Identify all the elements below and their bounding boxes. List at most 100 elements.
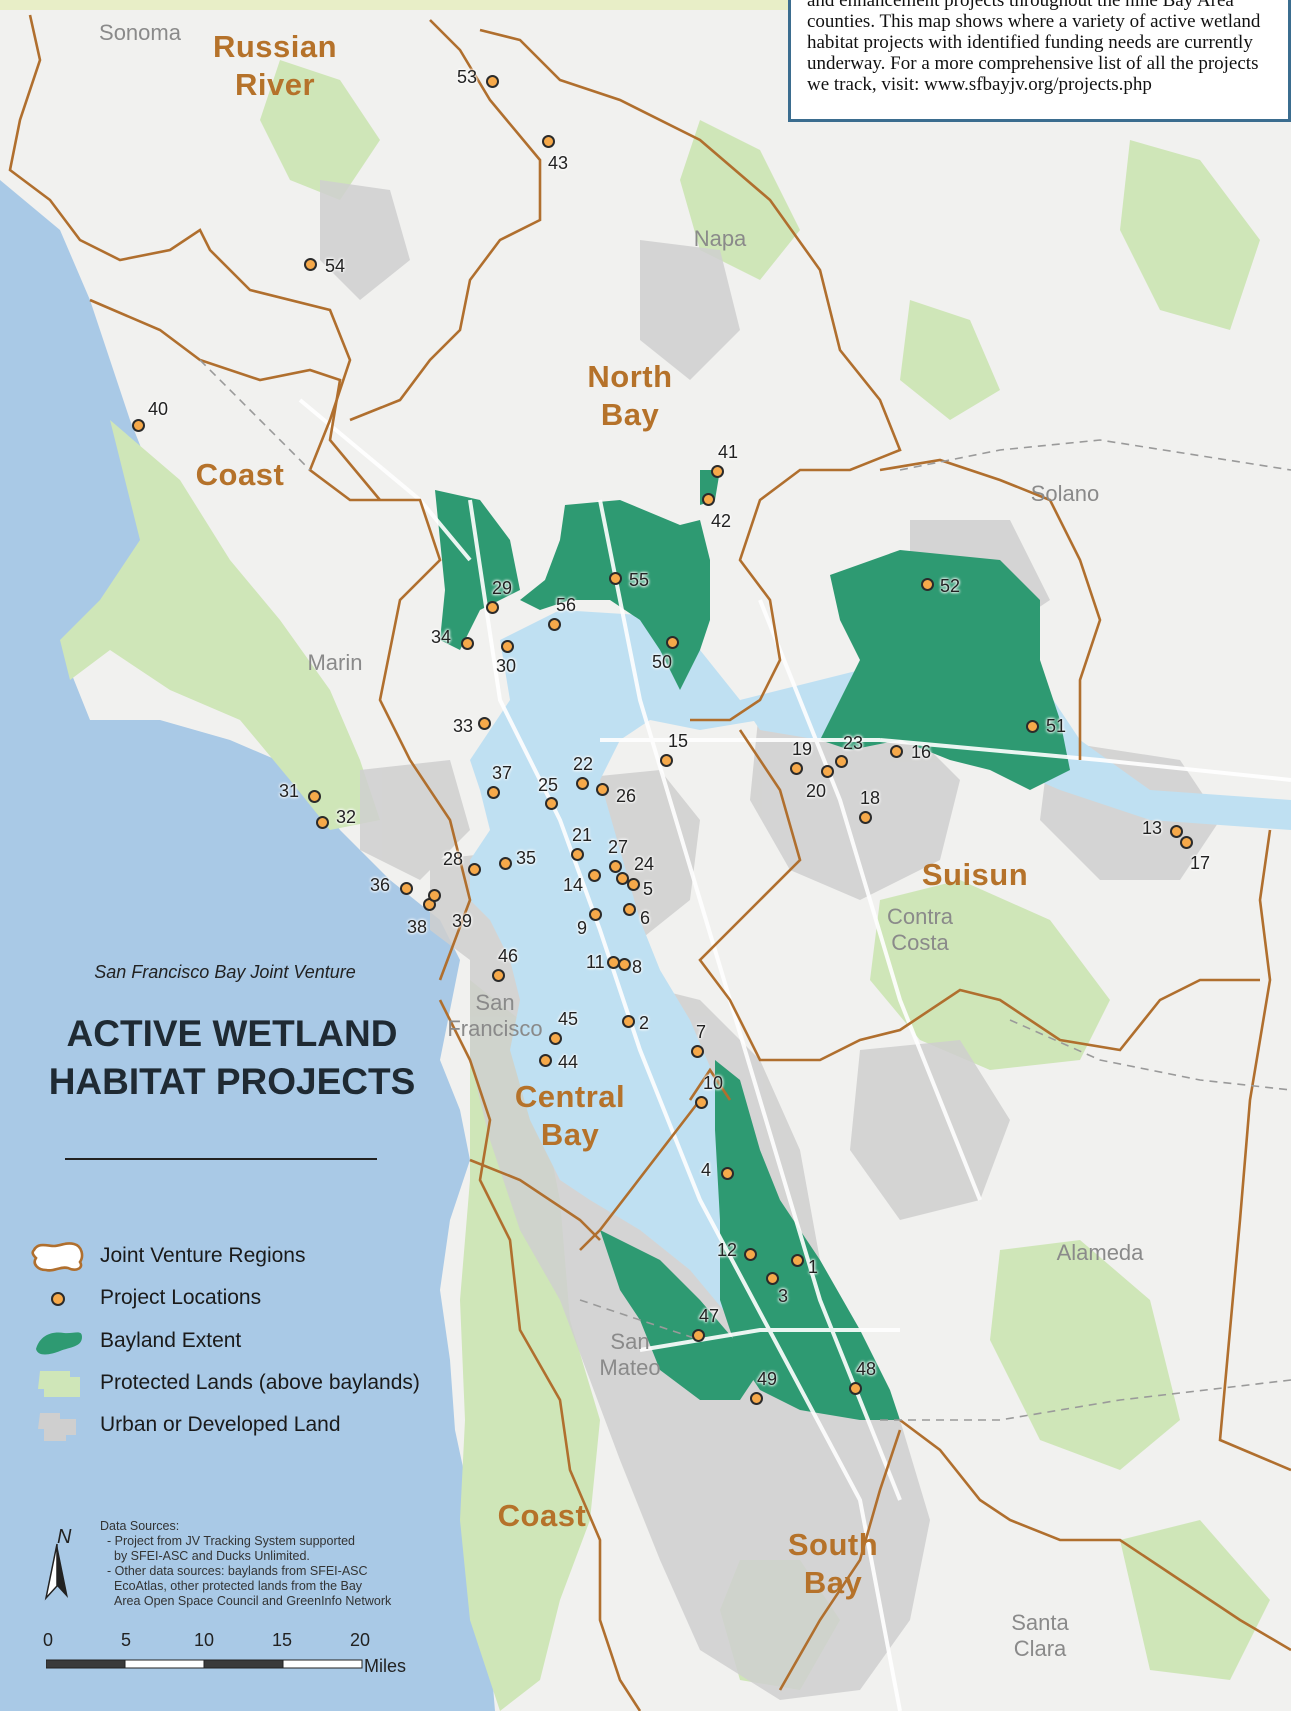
project-marker-2[interactable] — [622, 1015, 635, 1028]
project-marker-40[interactable] — [132, 419, 145, 432]
project-label-37: 37 — [492, 763, 513, 783]
project-marker-25[interactable] — [545, 797, 558, 810]
region-label-coast-north: Coast — [195, 457, 285, 492]
project-marker-7[interactable] — [691, 1045, 704, 1058]
project-marker-44[interactable] — [539, 1054, 552, 1067]
project-label-29: 29 — [492, 578, 513, 598]
region-outline-icon — [31, 1242, 84, 1272]
scale-tick-5: 5 — [121, 1630, 132, 1650]
project-marker-21[interactable] — [571, 848, 584, 861]
data-source-line: EcoAtlas, other protected lands from the… — [114, 1579, 363, 1593]
project-label-47: 47 — [699, 1306, 720, 1326]
project-marker-48[interactable] — [849, 1382, 862, 1395]
legend-label-urban: Urban or Developed Land — [100, 1413, 341, 1436]
project-marker-5[interactable] — [627, 878, 640, 891]
project-marker-22[interactable] — [576, 777, 589, 790]
project-marker-6[interactable] — [623, 903, 636, 916]
data-source-line: - Project from JV Tracking System suppor… — [107, 1534, 356, 1548]
project-label-14: 14 — [563, 875, 584, 895]
project-marker-34[interactable] — [461, 637, 474, 650]
project-label-45: 45 — [558, 1009, 579, 1029]
project-marker-32[interactable] — [316, 816, 329, 829]
region-label-central-bay: Central Bay — [514, 1079, 626, 1152]
project-marker-39[interactable] — [428, 889, 441, 902]
project-marker-19[interactable] — [790, 762, 803, 775]
project-label-21: 21 — [572, 825, 593, 845]
project-marker-54[interactable] — [304, 258, 317, 271]
project-marker-50[interactable] — [666, 636, 679, 649]
project-marker-11[interactable] — [607, 956, 620, 969]
project-marker-41[interactable] — [711, 465, 724, 478]
project-marker-23[interactable] — [835, 755, 848, 768]
header-strip — [0, 0, 788, 10]
legend-label-bayland: Bayland Extent — [100, 1329, 242, 1352]
project-label-56: 56 — [556, 595, 577, 615]
project-marker-53[interactable] — [486, 75, 499, 88]
project-marker-45[interactable] — [549, 1032, 562, 1045]
project-marker-14[interactable] — [588, 869, 601, 882]
project-label-40: 40 — [148, 399, 169, 419]
project-label-17: 17 — [1190, 853, 1211, 873]
project-label-11: 11 — [586, 952, 605, 972]
project-marker-28[interactable] — [468, 863, 481, 876]
project-marker-46[interactable] — [492, 969, 505, 982]
north-arrow-label: N — [57, 1526, 72, 1548]
project-marker-29[interactable] — [486, 601, 499, 614]
project-label-26: 26 — [616, 786, 637, 806]
project-label-49: 49 — [757, 1369, 778, 1389]
project-marker-13[interactable] — [1170, 825, 1183, 838]
legend-item-protected: Protected Lands (above baylands) — [30, 1367, 470, 1401]
project-marker-36[interactable] — [400, 882, 413, 895]
project-marker-20[interactable] — [821, 765, 834, 778]
project-label-31: 31 — [279, 781, 300, 801]
county-label-napa: Napa — [693, 226, 747, 251]
project-marker-15[interactable] — [660, 754, 673, 767]
project-marker-3[interactable] — [766, 1272, 779, 1285]
project-marker-1[interactable] — [791, 1254, 804, 1267]
project-marker-51[interactable] — [1026, 720, 1039, 733]
county-label-sonoma: Sonoma — [99, 20, 181, 45]
project-marker-18[interactable] — [859, 811, 872, 824]
project-marker-49[interactable] — [750, 1392, 763, 1405]
project-marker-56[interactable] — [548, 618, 561, 631]
project-marker-42[interactable] — [702, 493, 715, 506]
project-marker-55[interactable] — [609, 572, 622, 585]
project-label-32: 32 — [336, 807, 357, 827]
project-marker-35[interactable] — [499, 857, 512, 870]
region-borders — [8, 14, 1291, 1711]
project-marker-37[interactable] — [487, 786, 500, 799]
project-label-4: 4 — [701, 1160, 712, 1180]
project-marker-12[interactable] — [744, 1248, 757, 1261]
project-marker-8[interactable] — [618, 958, 631, 971]
project-label-24: 24 — [634, 854, 655, 874]
project-label-43: 43 — [548, 153, 569, 173]
project-label-42: 42 — [711, 511, 732, 531]
map-title: ACTIVE WETLAND HABITAT PROJECTS — [48, 1013, 416, 1102]
project-label-20: 20 — [806, 781, 827, 801]
county-label-san-mateo: San Mateo — [599, 1329, 661, 1380]
project-marker-24[interactable] — [616, 872, 629, 885]
project-marker-31[interactable] — [308, 790, 321, 803]
intro-text-box: and enhancement projects throughout the … — [788, 0, 1291, 122]
project-label-53: 53 — [457, 67, 478, 87]
project-label-52: 52 — [940, 576, 961, 596]
county-borders — [199, 359, 1291, 1421]
project-marker-26[interactable] — [596, 783, 609, 796]
project-label-1: 1 — [808, 1257, 819, 1277]
scale-tick-10: 10 — [194, 1630, 215, 1650]
project-marker-9[interactable] — [589, 908, 602, 921]
roads — [298, 398, 1291, 1711]
project-marker-16[interactable] — [890, 745, 903, 758]
project-label-54: 54 — [325, 256, 346, 276]
project-marker-30[interactable] — [501, 640, 514, 653]
project-marker-17[interactable] — [1180, 836, 1193, 849]
project-marker-52[interactable] — [921, 578, 934, 591]
project-marker-43[interactable] — [542, 135, 555, 148]
project-label-6: 6 — [640, 908, 651, 928]
project-marker-10[interactable] — [695, 1096, 708, 1109]
project-marker-27[interactable] — [609, 860, 622, 873]
project-marker-4[interactable] — [721, 1167, 734, 1180]
project-marker-47[interactable] — [692, 1329, 705, 1342]
project-marker-33[interactable] — [478, 717, 491, 730]
